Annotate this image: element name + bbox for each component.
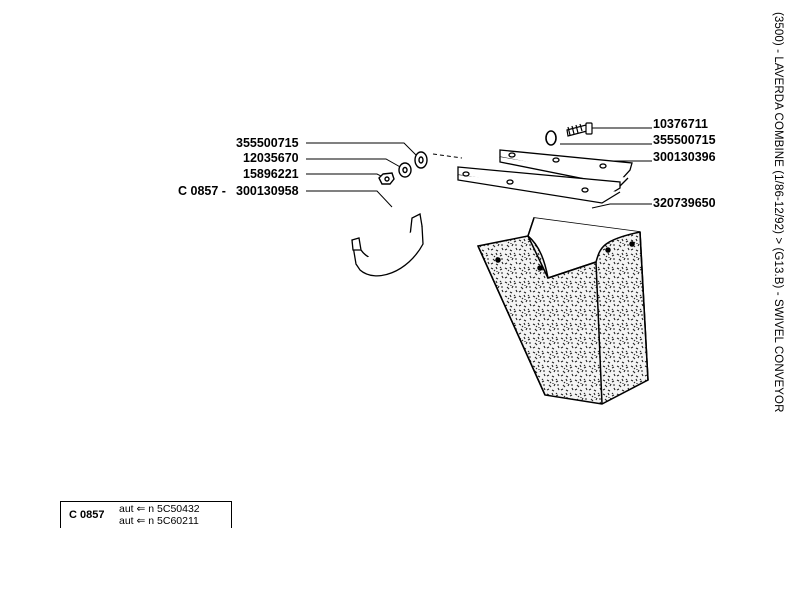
hopper-part bbox=[476, 217, 649, 405]
part-label-nut: 15896221 bbox=[243, 167, 299, 181]
serial-legend-box: C 0857 aut ⇐ n 5C50432 aut ⇐ n 5C60211 bbox=[60, 501, 232, 528]
part-label-clamp: 300130958 bbox=[236, 184, 299, 198]
sidebar-title: (3500) - LAVERDA COMBINE (1/86-12/92) > … bbox=[770, 12, 784, 413]
bracket-part bbox=[457, 149, 633, 204]
legend-code: C 0857 bbox=[69, 509, 105, 521]
part-label-clamp-prefix: C 0857 - bbox=[178, 184, 226, 198]
part-label-lock-washer: 12035670 bbox=[243, 151, 299, 165]
washer-right-part bbox=[545, 130, 557, 146]
leader-lines bbox=[306, 127, 652, 209]
sidebar-title-text: (3500) - LAVERDA COMBINE (1/86-12/92) > … bbox=[772, 12, 784, 413]
arrow-left-icon: ⇐ bbox=[136, 503, 146, 515]
clamp-part bbox=[351, 213, 424, 277]
part-label-hopper: 320739650 bbox=[653, 196, 716, 210]
hardware-left bbox=[378, 151, 428, 185]
part-label-bolt: 10376711 bbox=[653, 117, 708, 131]
legend-row: aut ⇐ n 5C50432 bbox=[119, 503, 200, 515]
legend-row: aut ⇐ n 5C60211 bbox=[119, 515, 199, 527]
part-label-bracket: 300130396 bbox=[653, 150, 716, 164]
arrow-left-icon: ⇐ bbox=[136, 515, 146, 527]
part-label-washer-right: 355500715 bbox=[653, 133, 716, 147]
part-label-washer-left: 355500715 bbox=[236, 136, 299, 150]
bolt-part bbox=[566, 122, 593, 137]
